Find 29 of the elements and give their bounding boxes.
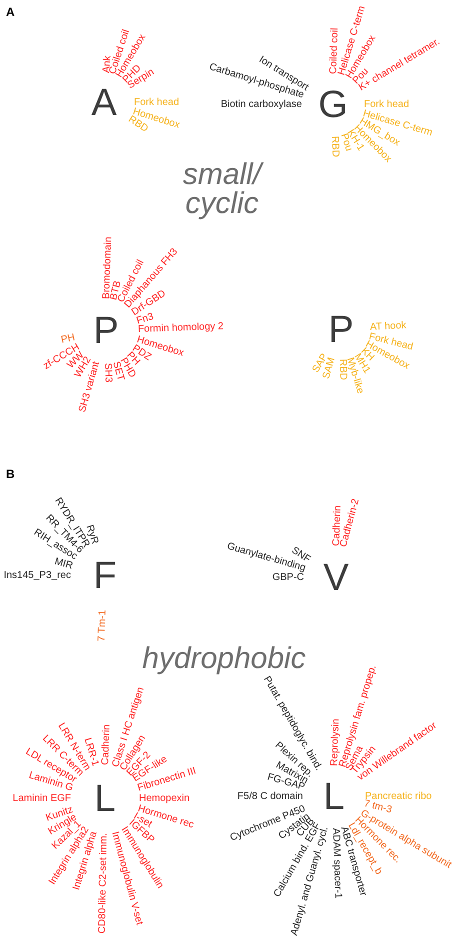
domain-name: Hemopexin — [139, 793, 190, 804]
domain-name: F5/8 C domain — [237, 791, 303, 803]
panel-label: A — [6, 6, 15, 18]
domain-name: Reprolysin — [329, 718, 342, 766]
domain-name: GBP-C — [272, 572, 304, 584]
domain-name: Laminin EGF — [12, 793, 71, 805]
category-heading: hydrophobic — [141, 644, 307, 673]
domain-name: Fork head — [134, 97, 180, 108]
panel-label: B — [6, 468, 15, 480]
large-letter: F — [93, 562, 117, 590]
large-letter: P — [328, 316, 354, 344]
domain-name: 7 Tm-1 — [96, 610, 110, 642]
large-letter: L — [323, 783, 345, 811]
domain-name: RBD — [328, 136, 341, 158]
domain-name: Ins145_P3_rec — [4, 570, 71, 582]
domain-name: Cadherin — [100, 724, 113, 766]
large-letter: L — [94, 785, 116, 813]
large-letter: G — [318, 91, 348, 119]
category-heading: small/ cyclic — [172, 160, 272, 218]
domain-name: Fork head — [364, 99, 410, 110]
large-letter: V — [323, 564, 349, 592]
domain-name: Biotin carboxylase — [220, 99, 302, 111]
domain-name: RBD — [336, 358, 348, 380]
domain-name: SH3 — [101, 362, 114, 383]
domain-name: PH — [60, 332, 76, 346]
domain-name: CD80-like C2-set imm. — [96, 832, 110, 934]
large-letter: P — [93, 317, 119, 345]
domain-name: AT hook — [370, 320, 407, 334]
large-letter: A — [91, 89, 117, 117]
